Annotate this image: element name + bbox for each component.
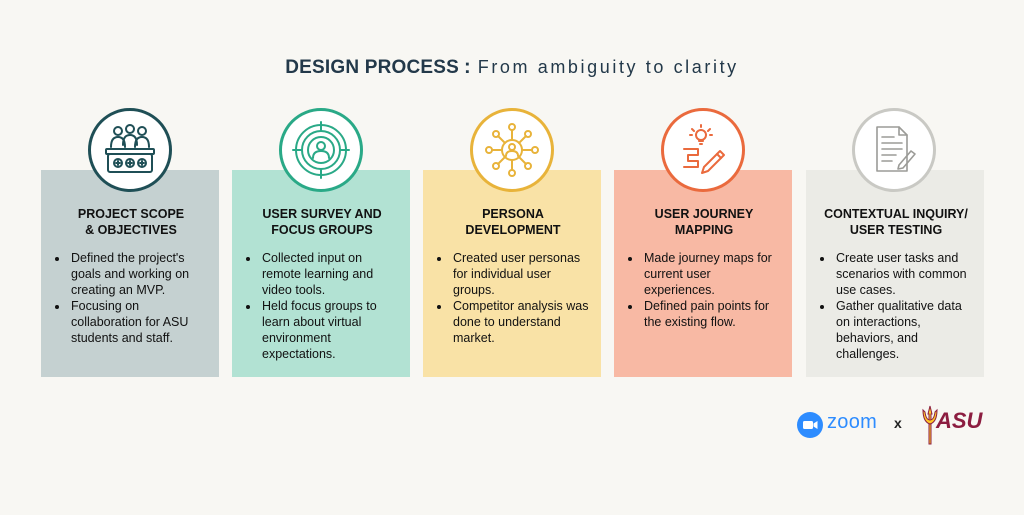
partner-logos: zoom x ASU	[797, 404, 987, 448]
card-title: CONTEXTUAL INQUIRY/ USER TESTING	[824, 207, 968, 237]
asu-pitchfork-icon	[922, 405, 938, 445]
card-bullets: Created user personas for individual use…	[435, 250, 591, 346]
bullet-item: Focusing on collaboration for ASU studen…	[69, 298, 209, 346]
bullet-item: Collected input on remote learning and v…	[260, 250, 400, 298]
journey-map-icon	[661, 108, 745, 192]
step-card-user-survey: USER SURVEY AND FOCUS GROUPS Collected i…	[232, 170, 410, 377]
card-bullets: Create user tasks and scenarios with com…	[818, 250, 974, 362]
card-title: USER JOURNEY MAPPING	[654, 207, 754, 237]
zoom-logo-icon	[797, 412, 823, 438]
user-target-icon	[279, 108, 363, 192]
bullet-item: Defined the project's goals and working …	[69, 250, 209, 298]
bullet-item: Gather qualitative data on interactions,…	[834, 298, 974, 362]
bullet-item: Defined pain points for the existing flo…	[642, 298, 782, 330]
bullet-item: Create user tasks and scenarios with com…	[834, 250, 974, 298]
page-title: DESIGN PROCESS: From ambiguity to clarity	[0, 56, 1024, 79]
persona-network-icon	[470, 108, 554, 192]
card-bullets: Made journey maps for current user exper…	[626, 250, 782, 330]
bullet-item: Held focus groups to learn about virtual…	[260, 298, 400, 362]
step-card-journey-mapping: USER JOURNEY MAPPING Made journey maps f…	[614, 170, 792, 377]
card-title: PROJECT SCOPE & OBJECTIVES	[77, 207, 185, 237]
zoom-logo-text: zoom	[827, 411, 878, 433]
bullet-item: Made journey maps for current user exper…	[642, 250, 782, 298]
asu-logo-text: ASU	[936, 408, 983, 433]
step-card-contextual-inquiry: CONTEXTUAL INQUIRY/ USER TESTING Create …	[806, 170, 984, 377]
step-card-project-scope: PROJECT SCOPE & OBJECTIVES Defined the p…	[41, 170, 219, 377]
card-title: USER SURVEY AND FOCUS GROUPS	[262, 207, 382, 237]
title-main: DESIGN PROCESS	[285, 57, 460, 78]
bullet-item: Created user personas for individual use…	[451, 250, 591, 298]
card-title: PERSONA DEVELOPMENT	[465, 207, 561, 237]
title-subtitle: From ambiguity to clarity	[477, 57, 739, 77]
card-bullets: Defined the project's goals and working …	[53, 250, 209, 346]
step-card-persona: PERSONA DEVELOPMENT Created user persona…	[423, 170, 601, 377]
team-meeting-icon	[88, 108, 172, 192]
logo-separator: x	[894, 415, 902, 431]
document-pen-icon	[852, 108, 936, 192]
bullet-item: Competitor analysis was done to understa…	[451, 298, 591, 346]
title-separator: :	[464, 56, 471, 78]
card-bullets: Collected input on remote learning and v…	[244, 250, 400, 362]
